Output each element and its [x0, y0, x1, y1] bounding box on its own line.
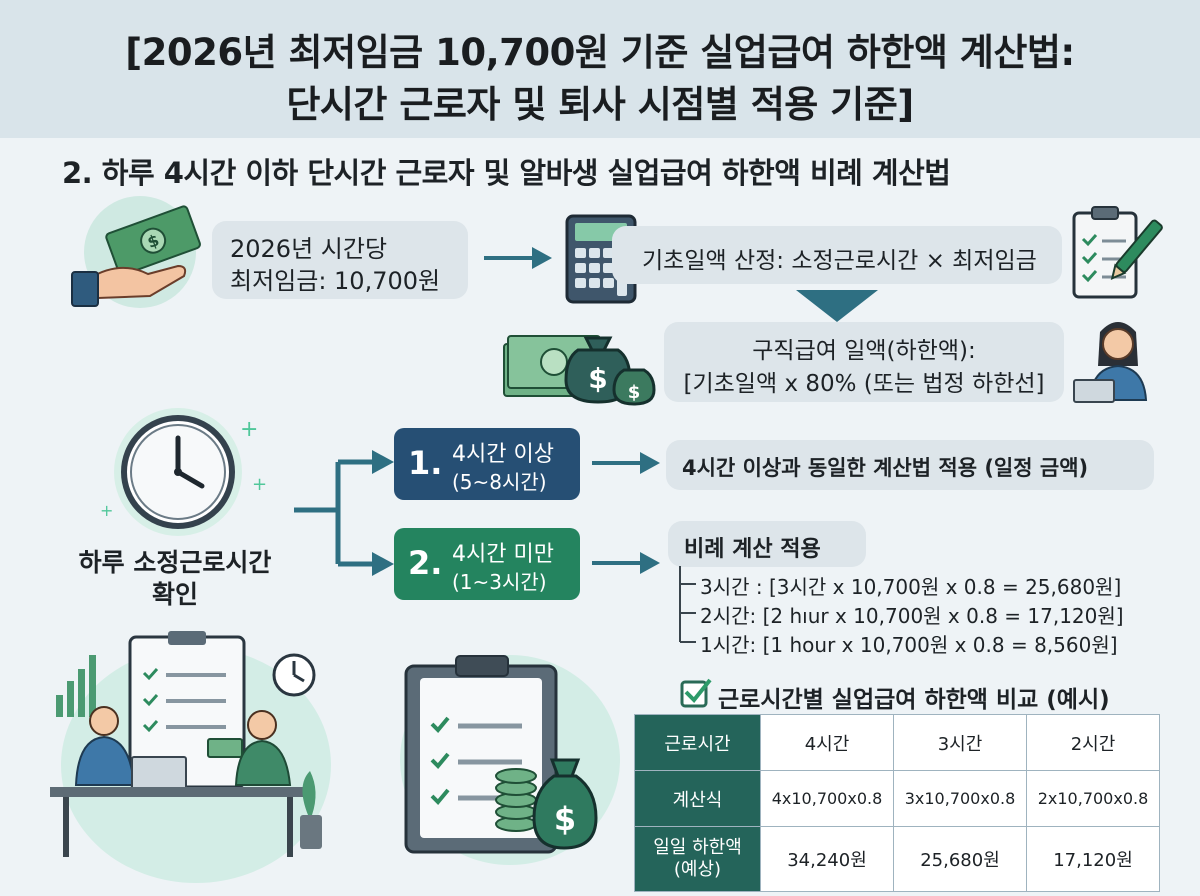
branch-2-line-1: 4시간 미만	[452, 542, 554, 567]
svg-text:$: $	[588, 362, 607, 395]
branch-1-result: 4시간 이상과 동일한 계산법 적용 (일정 금액)	[682, 456, 1089, 480]
branch-1-result-box: 4시간 이상과 동일한 계산법 적용 (일정 금액)	[666, 440, 1154, 490]
basic-daily-box: 기초일액 산정: 소정근로시간 × 최저임금	[612, 226, 1062, 284]
title-line-1: [2026년 최저임금 10,700원 기준 실업급여 하한액 계산법:	[125, 31, 1075, 74]
checkbox-icon	[680, 678, 712, 708]
title-line-2: 단시간 근로자 및 퇴사 시점별 적용 기준]	[286, 83, 914, 126]
branch-2-number: 2.	[408, 544, 443, 582]
benefit-line-2: [기초일액 x 80% (또는 법정 하한선]	[683, 371, 1045, 397]
table-row: 계산식 4x10,700x0.8 3x10,700x0.8 2x10,700x0…	[634, 770, 1160, 827]
arrow-right-icon	[592, 552, 660, 574]
section-heading: 2. 하루 4시간 이하 단시간 근로자 및 알바생 실업급여 하한액 비례 계…	[62, 156, 951, 190]
table-header-cell: 4시간	[760, 714, 894, 771]
check-hours-line-1: 하루 소정근로시간	[78, 548, 272, 577]
arrow-right-icon	[484, 247, 552, 269]
table-header-cell: 2시간	[1026, 714, 1160, 771]
office-worker-icon	[1073, 322, 1148, 403]
branch-1-number: 1.	[408, 444, 443, 482]
table-row: 일일 하한액 (예상) 34,240원 25,680원 17,120원	[634, 826, 1160, 892]
table-cell: 25,680원	[893, 826, 1027, 892]
proportional-line-2h: 2시간: [2 hıur x 10,700원 x 0.8 = 17,120원]	[700, 604, 1124, 628]
table-header-cell: 3시간	[893, 714, 1027, 771]
svg-text:+: +	[240, 417, 258, 442]
min-wage-line-1: 2026년 시간당	[230, 235, 388, 263]
table-cell: 3x10,700x0.8	[893, 770, 1027, 827]
svg-text:+: +	[252, 474, 267, 495]
table-row-label: 일일 하한액 (예상)	[634, 826, 761, 892]
svg-text:$: $	[554, 800, 576, 838]
branch-2-result: 비례 계산 적용	[684, 537, 821, 562]
comparison-title: 근로시간별 실업급여 하한액 비교 (예시)	[718, 687, 1110, 713]
min-wage-box: 2026년 시간당 최저임금: 10,700원	[212, 221, 468, 299]
amount-label-line-1: 일일 하한액	[653, 837, 742, 858]
comparison-table: 근로시간 4시간 3시간 2시간 계산식 4x10,700x0.8 3x10,7…	[634, 714, 1160, 892]
svg-text:$: $	[628, 382, 641, 403]
amount-label-line-2: (예상)	[673, 859, 722, 880]
table-cell: 2x10,700x0.8	[1026, 770, 1160, 827]
branch-2-line-2: (1~3시간)	[452, 570, 547, 594]
checklist-money-icon: $	[400, 655, 620, 865]
table-header-cell: 근로시간	[634, 714, 761, 771]
check-hours-line-2: 확인	[151, 580, 198, 609]
benefit-line-1: 구직급여 일액(하한액):	[752, 338, 976, 364]
svg-text:+: +	[100, 501, 113, 520]
table-row: 근로시간 4시간 3시간 2시간	[634, 714, 1160, 771]
consultation-scene-icon	[50, 631, 331, 883]
table-row-label: 계산식	[634, 770, 761, 827]
table-cell: 4x10,700x0.8	[760, 770, 894, 827]
proportional-line-1h: 1시간: [1 hour x 10,700원 x 0.8 = 8,560원]	[700, 633, 1118, 657]
branch-1-box: 1. 4시간 이상 (5~8시간)	[394, 428, 580, 500]
branch-2-result-box: 비례 계산 적용	[668, 521, 866, 567]
proportional-tree-lines	[679, 566, 696, 643]
cash-bags-icon: $ $	[503, 335, 656, 406]
proportional-line-3h: 3시간 : [3시간 x 10,700원 x 0.8 = 25,680원]	[700, 575, 1122, 599]
clipboard-pen-icon	[1072, 206, 1163, 299]
title-bar: [2026년 최저임금 10,700원 기준 실업급여 하한액 계산법: 단시간…	[0, 0, 1200, 138]
branch-connector	[294, 450, 394, 576]
table-cell: 17,120원	[1026, 826, 1160, 892]
benefit-box: 구직급여 일액(하한액): [기초일액 x 80% (또는 법정 하한선]	[664, 322, 1064, 402]
branch-1-line-1: 4시간 이상	[452, 442, 554, 467]
branch-1-line-2: (5~8시간)	[452, 470, 547, 494]
arrow-down-icon	[796, 290, 878, 322]
wall-clock-icon: + + +	[100, 408, 267, 536]
money-hand-icon: $	[71, 196, 201, 308]
arrow-right-icon	[592, 452, 660, 474]
table-cell: 34,240원	[760, 826, 894, 892]
branch-2-box: 2. 4시간 미만 (1~3시간)	[394, 528, 580, 600]
basic-daily-label: 기초일액 산정: 소정근로시간 × 최저임금	[642, 248, 1037, 274]
min-wage-line-2: 최저임금: 10,700원	[230, 267, 441, 295]
